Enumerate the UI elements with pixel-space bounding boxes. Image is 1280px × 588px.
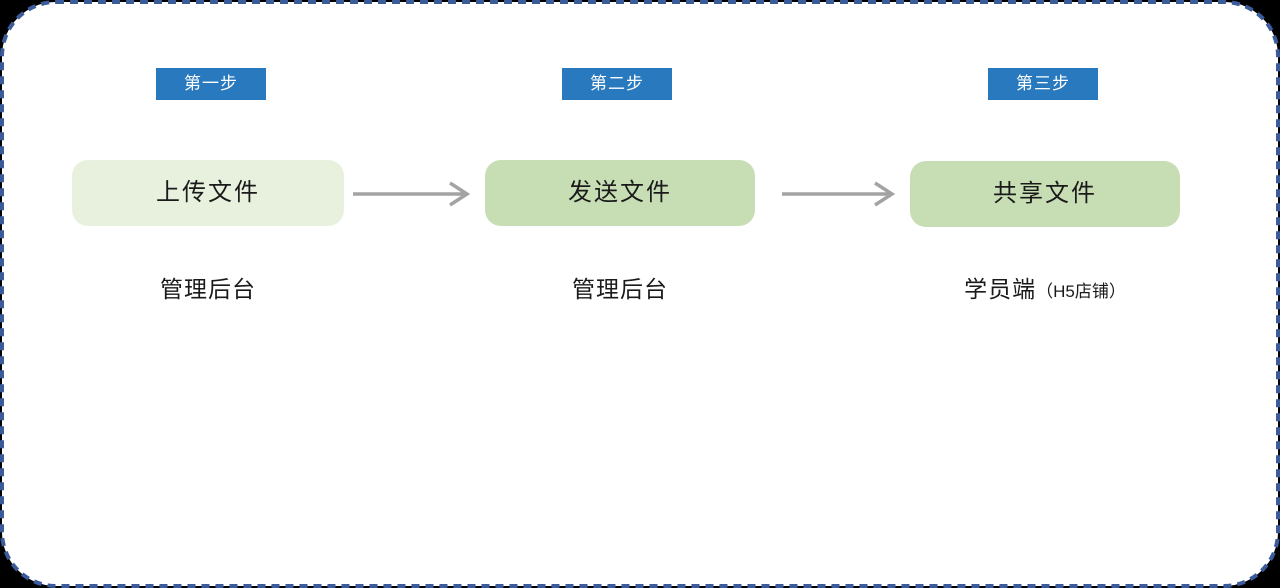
step-2-caption-main: 管理后台 <box>572 276 668 302</box>
step-1-box: 上传文件 <box>72 160 344 226</box>
arrow-right-icon-1 <box>353 181 471 207</box>
step-2-badge: 第二步 <box>562 68 672 100</box>
step-2-caption: 管理后台 <box>465 270 775 304</box>
step-3-box: 共享文件 <box>910 161 1180 227</box>
step-3-caption: 学员端（H5店铺） <box>880 270 1210 304</box>
step-1-caption-main: 管理后台 <box>160 276 256 302</box>
step-1-caption: 管理后台 <box>52 270 364 304</box>
step-2-box: 发送文件 <box>485 160 755 226</box>
step-3-caption-sub: （H5店铺） <box>1036 282 1126 301</box>
step-3-badge: 第三步 <box>988 68 1098 100</box>
arrow-right-icon-2 <box>782 181 896 207</box>
step-1-badge: 第一步 <box>156 68 266 100</box>
step-3-caption-main: 学员端 <box>964 276 1037 302</box>
